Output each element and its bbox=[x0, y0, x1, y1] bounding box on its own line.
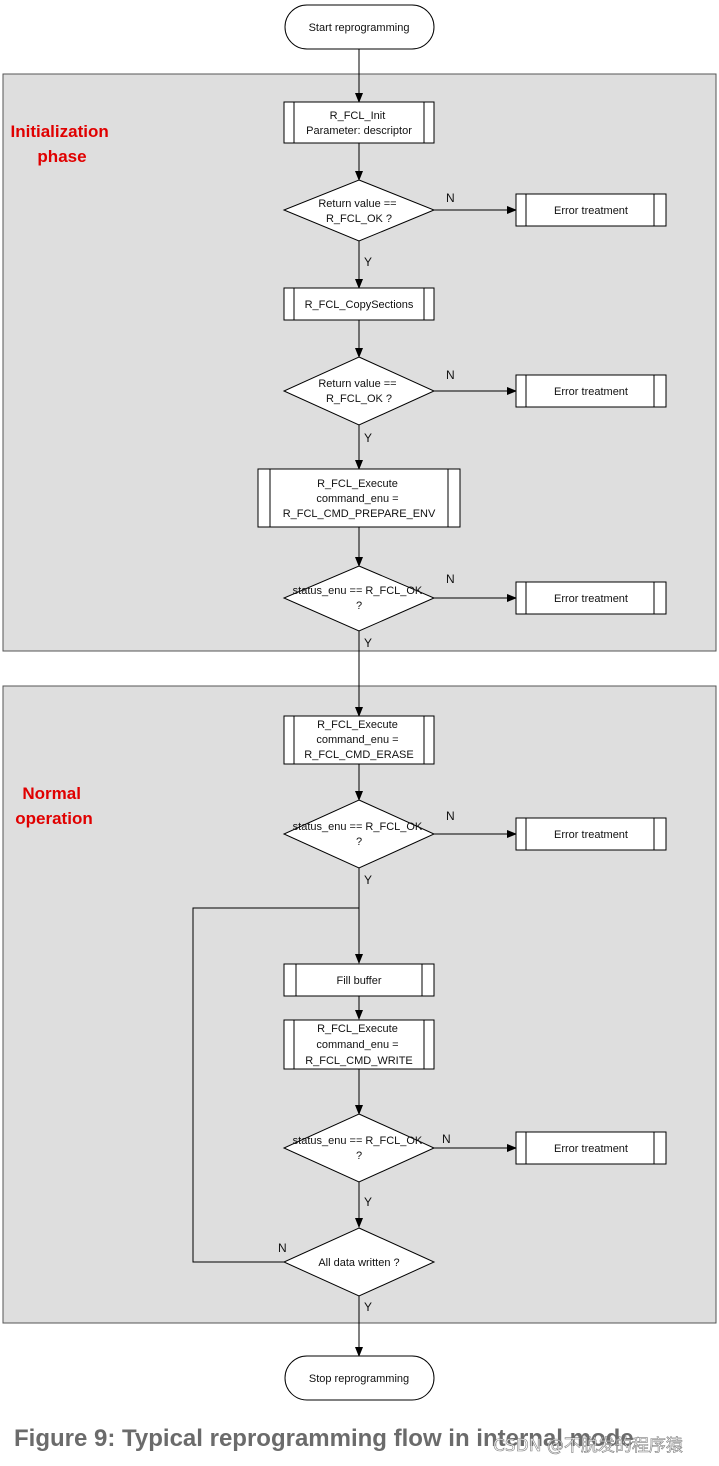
label-n-2: N bbox=[446, 368, 455, 382]
label-n-5: N bbox=[442, 1132, 451, 1146]
svg-text:Error treatment: Error treatment bbox=[554, 386, 628, 398]
svg-text:Error treatment: Error treatment bbox=[554, 205, 628, 217]
svg-text:Start reprogramming: Start reprogramming bbox=[309, 22, 410, 34]
error-treatment-5: Error treatment bbox=[515, 1131, 667, 1165]
start-terminator: Start reprogramming bbox=[284, 4, 435, 50]
decision-return-value-1: Return value == R_FCL_OK ? bbox=[282, 179, 436, 242]
process-r-fcl-copysections: R_FCL_CopySections bbox=[283, 287, 435, 321]
svg-text:All data written ?: All data written ? bbox=[318, 1257, 399, 1269]
label-y-2: Y bbox=[364, 431, 372, 445]
label-n-3: N bbox=[446, 572, 455, 586]
svg-text:R_FCL_Init Parameter: de: R_FCL_Init Parameter: descriptor bbox=[306, 110, 412, 137]
figure-caption: Figure 9: Typical reprogramming flow in … bbox=[14, 1425, 634, 1452]
process-r-fcl-init: R_FCL_Init Parameter: descriptor bbox=[283, 101, 435, 144]
error-treatment-3: Error treatment bbox=[515, 581, 667, 615]
initialization-phase-label: Initialization phase bbox=[11, 122, 114, 166]
label-y-5: Y bbox=[364, 1195, 372, 1209]
label-n-1: N bbox=[446, 191, 455, 205]
error-treatment-2: Error treatment bbox=[515, 374, 667, 408]
decision-status-prepare: status_enu == R_FCL_OK ? bbox=[282, 565, 436, 632]
svg-text:status_enu == R_FCL_OK ?: status_enu == R_FCL_OK ? bbox=[293, 585, 426, 612]
process-execute-prepare-env: R_FCL_Execute command_enu = R_FCL_CMD_PR… bbox=[257, 468, 461, 528]
process-execute-erase: R_FCL_Execute command_enu = R_FCL_CMD_ER… bbox=[283, 715, 435, 765]
svg-text:Return value == R_FCL_OK: Return value == R_FCL_OK ? bbox=[318, 198, 399, 225]
svg-text:R_FCL_Execute command_en: R_FCL_Execute command_enu = R_FCL_CMD_WR… bbox=[305, 1023, 413, 1067]
decision-all-data-written: All data written ? bbox=[282, 1227, 436, 1297]
svg-text:Return value == R_FCL_OK: Return value == R_FCL_OK ? bbox=[318, 378, 399, 405]
svg-text:status_enu == R_FCL_OK ?: status_enu == R_FCL_OK ? bbox=[293, 1135, 426, 1162]
svg-text:R_FCL_CopySections: R_FCL_CopySections bbox=[305, 299, 414, 311]
connector-loop-back bbox=[192, 907, 359, 1263]
label-y-3: Y bbox=[364, 636, 372, 650]
svg-text:Fill buffer: Fill buffer bbox=[336, 975, 381, 987]
label-y-4: Y bbox=[364, 873, 372, 887]
label-n-4: N bbox=[446, 809, 455, 823]
connectors bbox=[192, 49, 517, 1357]
svg-text:status_enu == R_FCL_OK ?: status_enu == R_FCL_OK ? bbox=[293, 821, 426, 848]
process-fill-buffer: Fill buffer bbox=[283, 963, 435, 997]
svg-text:Error treatment: Error treatment bbox=[554, 593, 628, 605]
svg-text:R_FCL_Execute command_en: R_FCL_Execute command_enu = R_FCL_CMD_PR… bbox=[283, 478, 436, 520]
label-y-6: Y bbox=[364, 1300, 372, 1314]
label-y-1: Y bbox=[364, 255, 372, 269]
normal-operation-phase-label: Normal operation bbox=[15, 784, 92, 828]
svg-text:Stop reprogramming: Stop reprogramming bbox=[309, 1373, 409, 1385]
decision-status-erase: status_enu == R_FCL_OK ? bbox=[282, 799, 436, 869]
label-n-6: N bbox=[278, 1241, 287, 1255]
watermark: CSDN @不脱发的程序猿 bbox=[493, 1436, 683, 1456]
decision-status-write: status_enu == R_FCL_OK ? bbox=[282, 1113, 436, 1183]
process-execute-write: R_FCL_Execute command_enu = R_FCL_CMD_WR… bbox=[283, 1019, 435, 1070]
branch-labels: N Y N Y N Y N Y N Y N Y bbox=[278, 191, 455, 1314]
error-treatment-1: Error treatment bbox=[515, 193, 667, 227]
svg-text:R_FCL_Execute command_en: R_FCL_Execute command_enu = R_FCL_CMD_ER… bbox=[304, 719, 413, 761]
svg-text:Error treatment: Error treatment bbox=[554, 829, 628, 841]
decision-return-value-2: Return value == R_FCL_OK ? bbox=[282, 356, 436, 426]
svg-text:Error treatment: Error treatment bbox=[554, 1143, 628, 1155]
stop-terminator: Stop reprogramming bbox=[284, 1355, 435, 1401]
error-treatment-4: Error treatment bbox=[515, 817, 667, 851]
